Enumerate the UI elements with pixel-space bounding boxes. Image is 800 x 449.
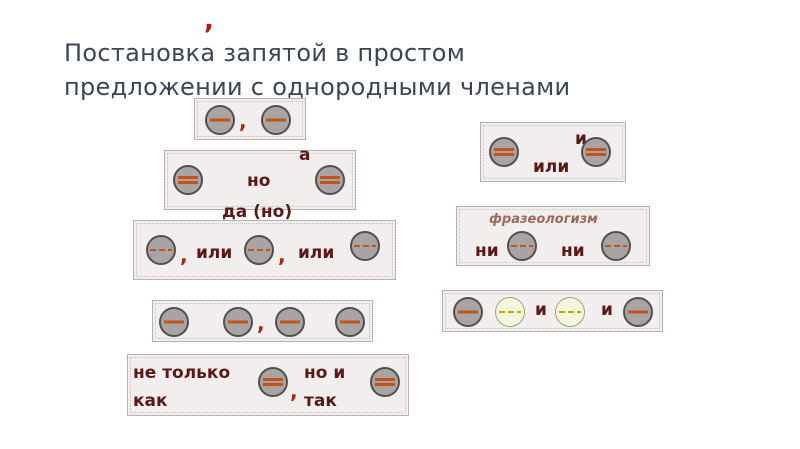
modifier-circle: [495, 297, 525, 327]
comma-mark: ,: [257, 311, 265, 335]
object-circle: [507, 231, 537, 261]
subject-circle: [205, 105, 235, 135]
conj-da-no: да (но): [222, 202, 293, 222]
subject-circle: [275, 307, 305, 337]
conj-ili: или: [298, 243, 335, 263]
scheme-box-2: а но: [164, 145, 356, 210]
predicate-circle: [315, 165, 345, 195]
subject-circle: [623, 297, 653, 327]
predicate-circle: [489, 137, 519, 167]
slide-title: Постановка запятой в простом предложении…: [64, 36, 764, 104]
object-circle: [350, 231, 380, 261]
scheme-box-8: и и: [442, 290, 663, 332]
comma-mark: ,: [278, 243, 286, 267]
subject-circle: [453, 297, 483, 327]
scheme-box-5: не только как , но и так: [127, 354, 409, 416]
scheme-box-7: фразеологизм ни ни: [456, 206, 650, 266]
scheme-box-1: ,: [194, 98, 306, 140]
comma-mark: ,: [239, 109, 247, 133]
scheme-box-3: , или , или: [133, 220, 396, 280]
label-phraseologism: фразеологизм: [489, 212, 598, 227]
predicate-circle: [370, 367, 400, 397]
subject-circle: [159, 307, 189, 337]
conj-tak: так: [304, 391, 337, 411]
conj-i: и: [535, 300, 547, 320]
title-line-1: Постановка запятой в простом: [64, 39, 466, 67]
comma-mark: ,: [180, 243, 188, 267]
conj-ni: ни: [561, 241, 585, 261]
scheme-box-4: ,: [152, 300, 373, 342]
comma-mark: ,: [290, 379, 298, 403]
conj-ne-tolko: не только: [133, 363, 231, 383]
object-circle: [244, 235, 274, 265]
predicate-circle: [581, 137, 611, 167]
conj-ili: или: [533, 157, 570, 177]
title-line-2: предложении с однородными членами: [64, 73, 571, 101]
conj-i: и: [601, 300, 613, 320]
object-circle: [146, 235, 176, 265]
subject-circle: [223, 307, 253, 337]
modifier-circle: [555, 297, 585, 327]
predicate-circle: [173, 165, 203, 195]
conj-a: а: [299, 145, 311, 165]
title-comma: ,: [204, 6, 214, 36]
predicate-circle: [258, 367, 288, 397]
conj-no-i: но и: [304, 363, 346, 383]
subject-circle: [335, 307, 365, 337]
subject-circle: [261, 105, 291, 135]
conj-kak: как: [133, 391, 168, 411]
conj-ni: ни: [475, 241, 499, 261]
object-circle: [601, 231, 631, 261]
conj-ili: или: [196, 243, 233, 263]
conj-no: но: [247, 171, 271, 191]
scheme-box-6: и или: [480, 122, 626, 182]
conj-i: и: [575, 129, 587, 149]
